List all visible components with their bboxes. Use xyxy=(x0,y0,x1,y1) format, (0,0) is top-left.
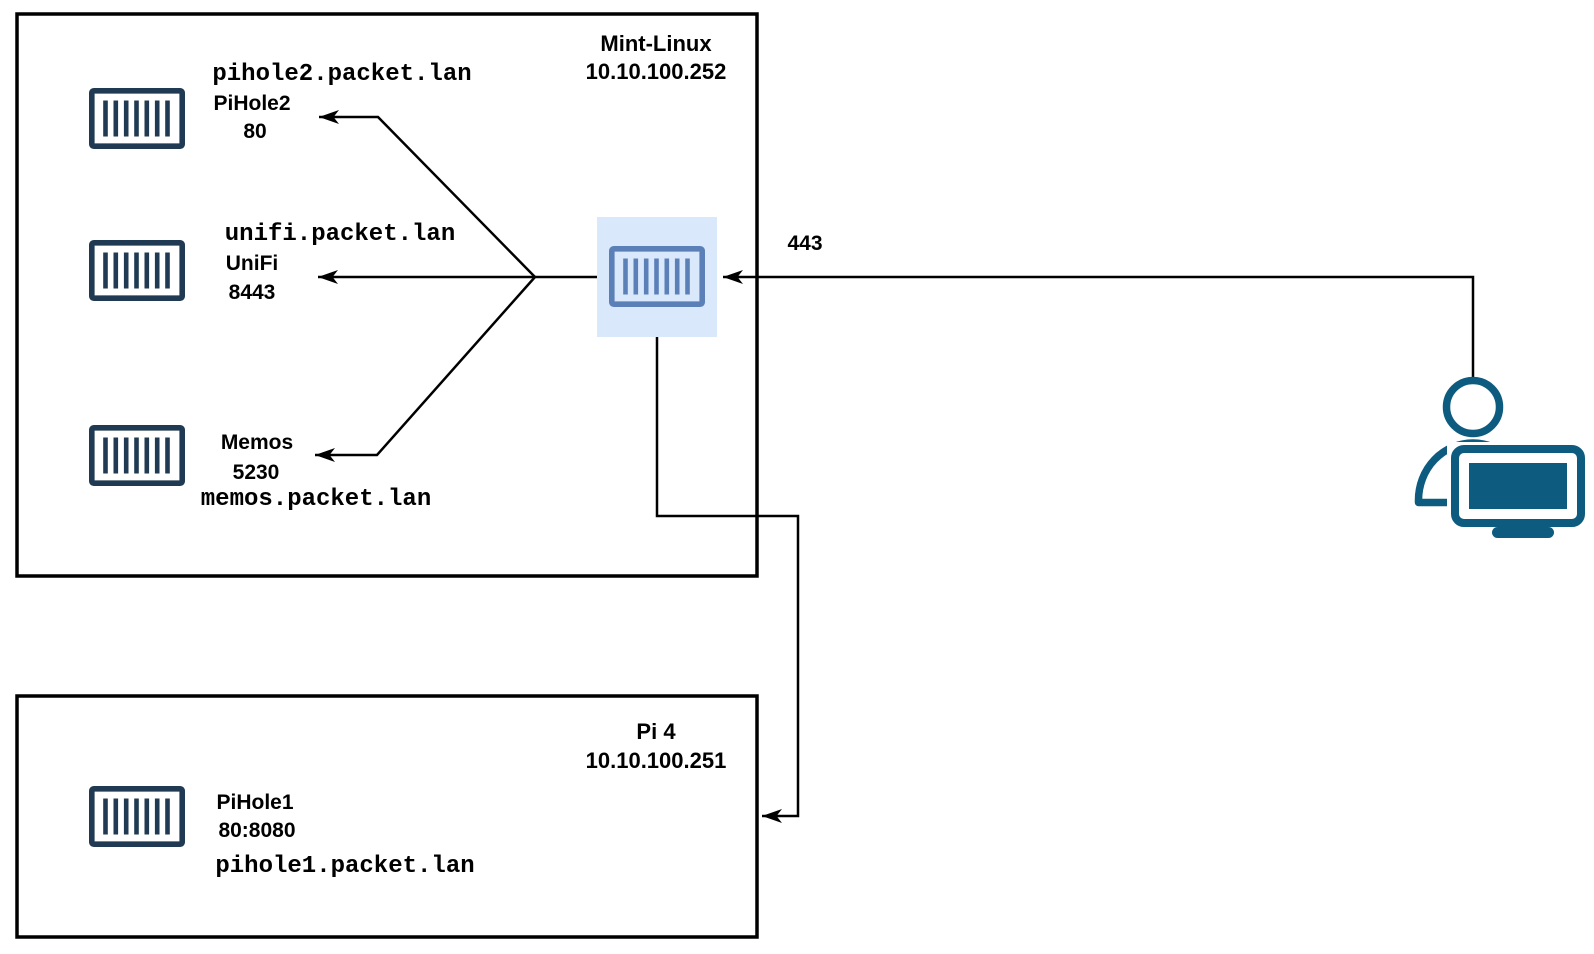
pi4-host-box xyxy=(15,694,759,939)
arrow-proxy-to-pi4 xyxy=(655,337,800,823)
mint-host-ip: 10.10.100.252 xyxy=(586,59,727,84)
pihole2-name-label: PiHole2 xyxy=(213,92,290,115)
monitor-screen-icon xyxy=(1469,463,1567,509)
pihole2-domain-label: pihole2.packet.lan xyxy=(212,61,471,88)
unifi-name-label: UniFi xyxy=(226,252,279,275)
unifi-domain-label: unifi.packet.lan xyxy=(225,221,455,248)
arrow-proxy-to-pihole2 xyxy=(319,110,536,278)
unifi-port-label: 8443 xyxy=(229,281,276,304)
pi4-host-ip: 10.10.100.251 xyxy=(586,748,727,773)
arrow-proxy-to-memos xyxy=(315,276,536,462)
memos-domain-label: memos.packet.lan xyxy=(201,486,431,513)
pihole1-port-label: 80:8080 xyxy=(218,819,295,842)
monitor-stand-base xyxy=(1492,527,1554,538)
https-port-label: 443 xyxy=(787,232,822,255)
pihole2-port-label: 80 xyxy=(243,120,266,143)
user-workstation-icon xyxy=(1414,376,1587,538)
mint-host-title: Mint-Linux xyxy=(600,31,712,56)
pihole1-domain-label: pihole1.packet.lan xyxy=(215,853,474,880)
user-head xyxy=(1442,376,1504,438)
arrow-user-to-proxy xyxy=(723,270,1475,377)
pi4-host-title: Pi 4 xyxy=(636,719,676,744)
memos-name-label: Memos xyxy=(221,431,293,454)
memos-port-label: 5230 xyxy=(233,461,280,484)
pihole1-name-label: PiHole1 xyxy=(216,791,293,814)
